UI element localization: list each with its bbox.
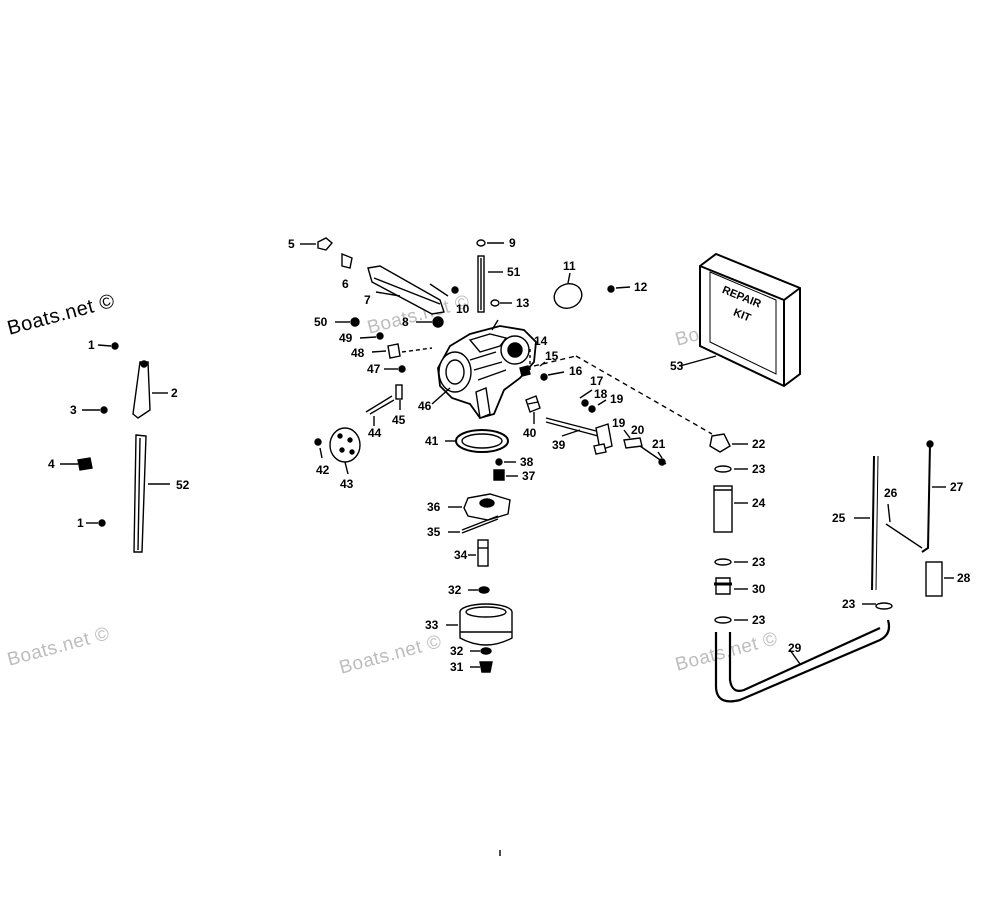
label-part-1: 1 <box>77 516 84 530</box>
label-part-21: 21 <box>652 437 666 451</box>
label-part-31: 31 <box>450 660 464 674</box>
label-part-18: 18 <box>594 387 608 401</box>
label-part-14: 14 <box>534 334 548 348</box>
label-part-36: 36 <box>427 500 441 514</box>
label-part-37: 37 <box>522 469 536 483</box>
float-bowl-assembly <box>314 427 518 856</box>
carburetor-body <box>431 319 713 435</box>
label-part-23: 23 <box>752 613 766 627</box>
label-part-42: 42 <box>316 463 330 477</box>
label-part-6: 6 <box>342 277 349 291</box>
label-part-16: 16 <box>569 364 583 378</box>
label-part-27: 27 <box>950 480 964 494</box>
label-part-19: 19 <box>610 392 624 406</box>
label-part-11: 11 <box>563 259 576 273</box>
label-part-13: 13 <box>516 296 530 310</box>
label-part-32: 32 <box>450 644 464 658</box>
label-part-19: 19 <box>612 416 626 430</box>
label-part-10: 10 <box>456 302 470 316</box>
label-part-28: 28 <box>957 571 971 585</box>
label-part-23: 23 <box>752 555 766 569</box>
fuel-line-assembly <box>709 433 954 703</box>
label-part-1: 1 <box>88 338 95 352</box>
label-part-53: 53 <box>670 359 684 373</box>
label-part-34: 34 <box>454 548 468 562</box>
carburetor-top-parts <box>300 237 631 426</box>
label-part-9: 9 <box>509 236 516 250</box>
label-part-2: 2 <box>171 386 178 400</box>
label-part-38: 38 <box>520 455 534 469</box>
label-part-41: 41 <box>425 434 439 448</box>
label-part-23: 23 <box>752 462 766 476</box>
label-part-29: 29 <box>788 641 802 655</box>
label-part-50: 50 <box>314 315 328 329</box>
label-part-30: 30 <box>752 582 766 596</box>
label-part-20: 20 <box>631 423 645 437</box>
label-part-35: 35 <box>427 525 441 539</box>
label-part-3: 3 <box>70 403 77 417</box>
label-part-17: 17 <box>590 374 604 388</box>
label-part-25: 25 <box>832 511 846 525</box>
label-part-45: 45 <box>392 413 406 427</box>
part-labels: 1 2 3 4 52 1 5 6 7 10 8 9 51 13 11 12 50… <box>48 236 971 674</box>
label-part-8: 8 <box>402 315 409 329</box>
label-part-52: 52 <box>176 478 190 492</box>
repair-kit-box <box>679 252 801 388</box>
label-part-49: 49 <box>339 331 353 345</box>
label-part-51: 51 <box>507 265 521 279</box>
label-part-32: 32 <box>448 583 462 597</box>
label-part-5: 5 <box>288 237 295 251</box>
label-part-46: 46 <box>418 399 432 413</box>
label-part-4: 4 <box>48 457 55 471</box>
label-part-40: 40 <box>523 426 537 440</box>
label-part-22: 22 <box>752 437 766 451</box>
label-part-44: 44 <box>368 426 382 440</box>
shaft-assembly <box>525 389 667 466</box>
label-part-26: 26 <box>884 486 898 500</box>
label-part-48: 48 <box>351 346 365 360</box>
label-part-39: 39 <box>552 438 566 452</box>
label-part-12: 12 <box>634 280 648 294</box>
label-part-7: 7 <box>364 293 371 307</box>
label-part-33: 33 <box>425 618 439 632</box>
label-part-24: 24 <box>752 496 766 510</box>
label-part-23: 23 <box>842 597 856 611</box>
linkage-assembly <box>60 342 170 553</box>
label-part-15: 15 <box>545 349 559 363</box>
label-part-47: 47 <box>367 362 381 376</box>
label-part-43: 43 <box>340 477 354 491</box>
